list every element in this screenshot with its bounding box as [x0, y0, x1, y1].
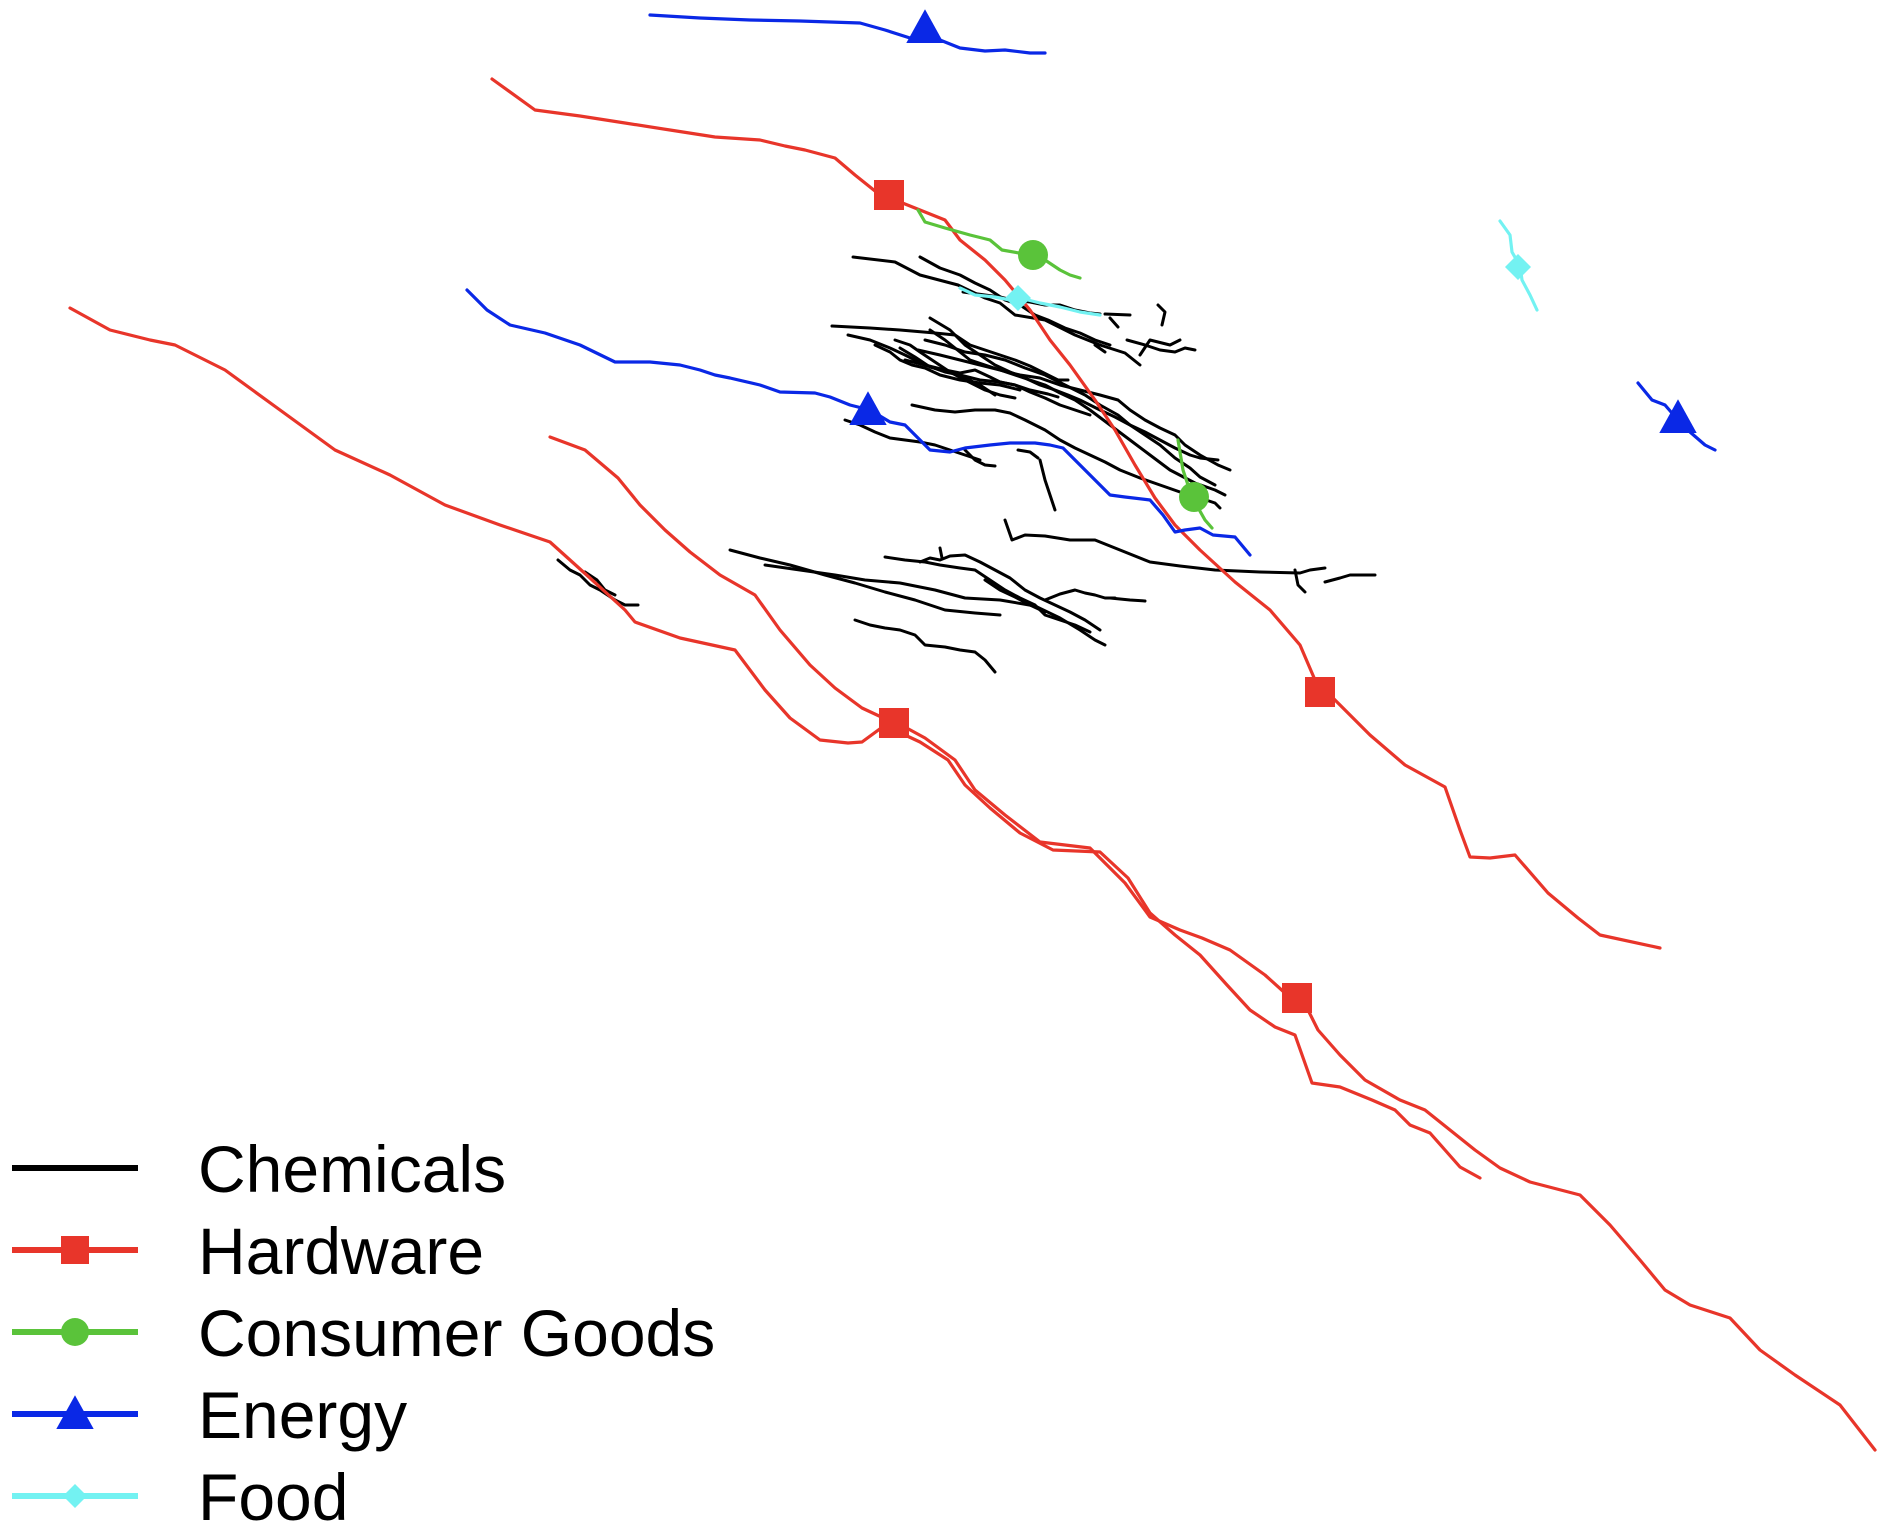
energy-line-2 — [465, 288, 1252, 557]
chemicals-line-35 — [1043, 588, 1117, 602]
chemicals-line-25 — [1038, 458, 1057, 512]
chemicals-line-23 — [963, 448, 997, 468]
chemicals-line-13 — [873, 343, 1022, 392]
chemicals-line-20 — [898, 346, 997, 397]
series-chemicals — [556, 255, 1377, 674]
hardware-line-1 — [490, 77, 1662, 950]
chemicals-line-9 — [1138, 338, 1182, 357]
chemicals-line-1 — [851, 255, 1102, 347]
hardware-marker-3 — [1305, 677, 1335, 707]
chemicals-line-36 — [1108, 596, 1147, 603]
chemicals-line-28 — [1323, 573, 1377, 584]
series-hardware — [68, 77, 1877, 1452]
energy-marker-2 — [849, 391, 887, 425]
legend-label-food: Food — [198, 1460, 348, 1530]
chemicals-line-27 — [1293, 568, 1307, 594]
chemicals-line-31 — [883, 555, 1092, 634]
legend-label-consumer-goods: Consumer Goods — [198, 1296, 715, 1370]
series-consumer-goods — [916, 208, 1214, 530]
chemicals-line-37 — [853, 618, 997, 674]
chemicals-line-8 — [1093, 343, 1107, 354]
energy-marker-3 — [1659, 399, 1697, 433]
chemicals-line-29 — [728, 548, 1002, 617]
hardware-line-2 — [68, 306, 1877, 1452]
chemicals-line-4 — [1103, 312, 1132, 317]
food-marker-2 — [1505, 254, 1531, 280]
legend-marker-energy — [56, 1395, 94, 1429]
chemicals-line-38 — [556, 558, 640, 607]
hardware-marker-4 — [1282, 983, 1312, 1013]
legend-label-chemicals: Chemicals — [198, 1132, 506, 1206]
legend-item-consumer-goods: Consumer Goods — [12, 1296, 715, 1370]
chemicals-line-33 — [938, 546, 944, 560]
chemicals-line-17 — [928, 316, 1220, 462]
plot-area — [68, 9, 1877, 1452]
chemicals-line-34 — [983, 578, 1047, 614]
chemicals-line-7 — [1098, 343, 1142, 367]
chemicals-line-10 — [1156, 303, 1167, 327]
chemicals-line-30 — [763, 563, 1107, 647]
food-marker-1 — [1005, 285, 1031, 311]
chemicals-line-5 — [1108, 316, 1120, 329]
chemicals-line-22 — [843, 418, 982, 462]
legend-marker-hardware — [61, 1236, 89, 1264]
chemicals-line-18 — [923, 338, 1217, 487]
chemicals-line-6 — [1125, 338, 1197, 354]
chemicals-line-26 — [1003, 518, 1327, 575]
series-food — [958, 219, 1539, 317]
chemicals-line-39 — [583, 570, 617, 597]
hardware-marker-2 — [879, 708, 909, 738]
legend-item-food: Food — [12, 1460, 348, 1530]
legend-item-hardware: Hardware — [12, 1214, 484, 1288]
hardware-marker-1 — [874, 180, 904, 210]
legend-item-chemicals: Chemicals — [12, 1132, 506, 1206]
consumer-goods-line-1 — [916, 208, 1082, 280]
energy-marker-1 — [906, 9, 944, 43]
legend-label-energy: Energy — [198, 1378, 407, 1452]
legend-marker-food — [63, 1484, 87, 1508]
series-energy — [465, 9, 1717, 557]
chemicals-line-24 — [1016, 448, 1040, 460]
consumer-goods-marker-1 — [1018, 240, 1048, 270]
chemicals-line-11 — [830, 324, 1070, 382]
legend-item-energy: Energy — [12, 1378, 407, 1452]
chemicals-line-19 — [916, 348, 1232, 472]
legend-label-hardware: Hardware — [198, 1214, 484, 1288]
energy-line-1 — [648, 13, 1047, 55]
legend-marker-consumer-goods — [61, 1318, 89, 1346]
consumer-goods-marker-2 — [1179, 482, 1209, 512]
hardware-line-3 — [548, 435, 1482, 1180]
